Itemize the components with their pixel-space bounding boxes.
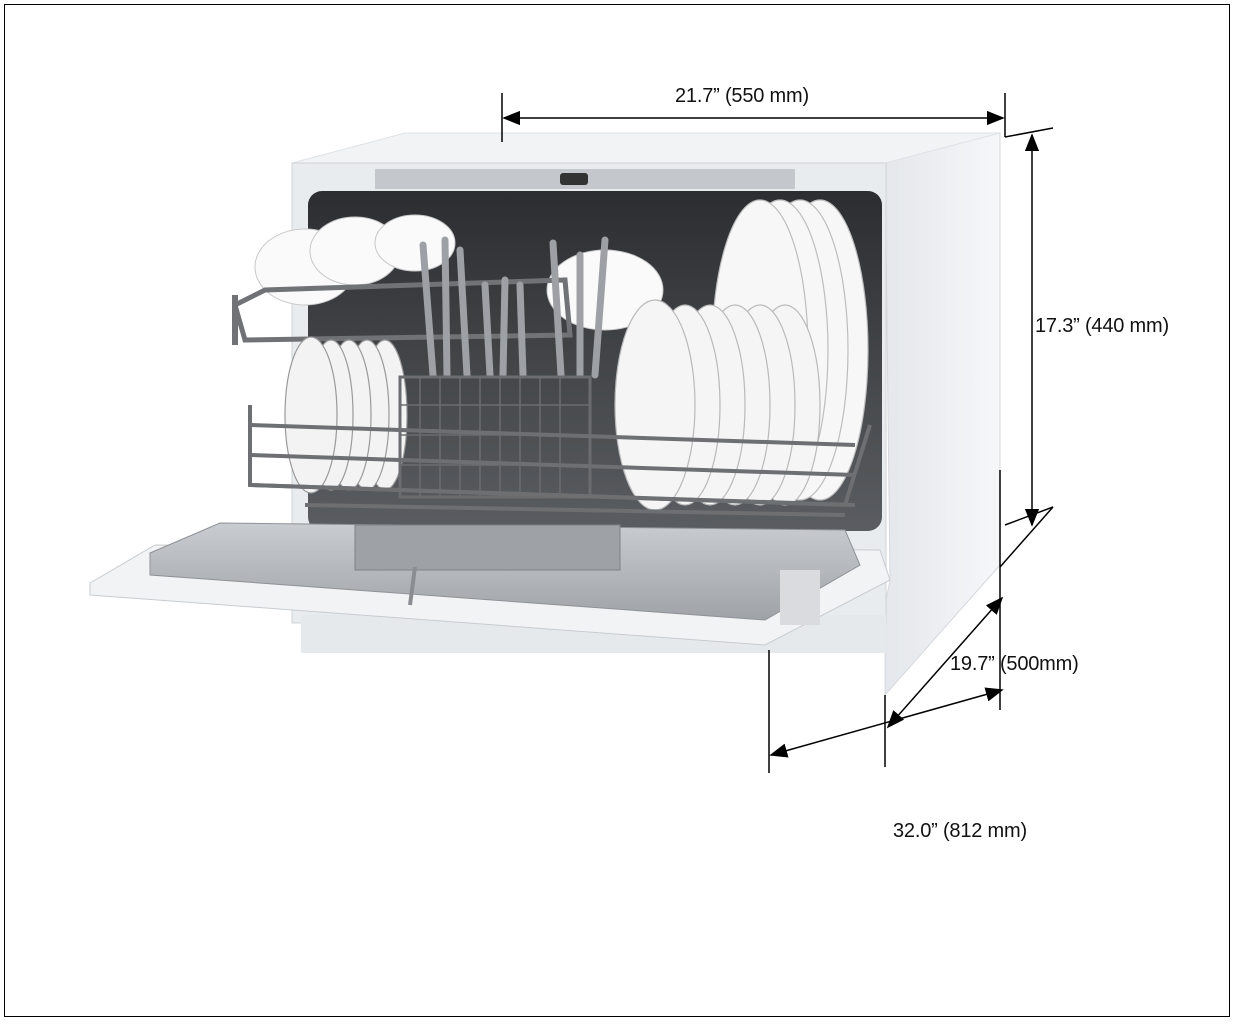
dimension-lines bbox=[501, 93, 1054, 773]
figure-frame: 21.7” (550 mm) 17.3” (440 mm) 19.7” (500… bbox=[4, 4, 1230, 1017]
detergent-dispenser bbox=[354, 524, 621, 571]
depth-open-arrow bbox=[769, 687, 1004, 758]
control-label bbox=[780, 570, 820, 625]
cutlery bbox=[419, 236, 609, 379]
upper-rack-wire bbox=[232, 277, 573, 343]
width-label: 21.7” (550 mm) bbox=[675, 85, 809, 107]
lower-rack bbox=[248, 405, 872, 517]
small-plates bbox=[284, 336, 408, 494]
depth-open-label: 32.0” (812 mm) bbox=[893, 820, 1027, 842]
upper-rack-bowls bbox=[254, 214, 664, 331]
depth-label: 19.7” (500mm) bbox=[950, 653, 1079, 675]
dishwasher-illustration bbox=[89, 93, 1054, 773]
height-label: 17.3” (440 mm) bbox=[1035, 315, 1169, 337]
depth-open-overlay bbox=[5, 5, 1236, 1026]
medium-plates bbox=[614, 299, 821, 511]
door-inner bbox=[149, 522, 861, 621]
door-latch bbox=[560, 173, 588, 185]
